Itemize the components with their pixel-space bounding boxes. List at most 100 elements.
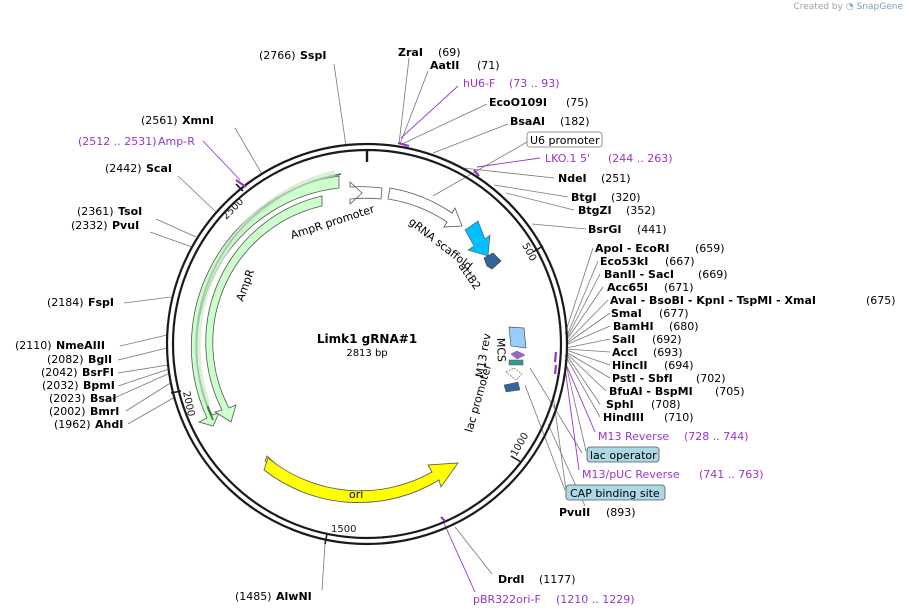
cap-binding-site-box[interactable]: CAP binding site bbox=[565, 484, 666, 501]
enzyme-acci[interactable]: AccI(693) bbox=[612, 346, 683, 359]
enzyme-ecoo109i[interactable]: EcoO109I(75) bbox=[489, 96, 589, 109]
enzyme-pos: (702) bbox=[696, 372, 726, 385]
enzyme-pos: (182) bbox=[560, 115, 590, 128]
enzyme-pos: (677) bbox=[659, 307, 689, 320]
enzyme-scai[interactable]: (2442)ScaI bbox=[105, 162, 172, 175]
feature-u6-promoter[interactable] bbox=[387, 187, 463, 228]
enzyme-pos: (71) bbox=[477, 59, 500, 72]
enzyme-pos: (680) bbox=[669, 320, 699, 333]
primer-range: (741 .. 763) bbox=[699, 468, 764, 481]
enzyme-pos: (1962) bbox=[54, 418, 91, 431]
enzyme-name: EcoO109I bbox=[489, 96, 547, 109]
primer-range: (728 .. 744) bbox=[684, 430, 749, 443]
enzyme-pos: (2032) bbox=[42, 379, 79, 392]
enzyme-apoi-ecori[interactable]: ApoI - EcoRI (659) bbox=[595, 242, 725, 255]
feature-ori[interactable]: ori bbox=[263, 455, 459, 503]
enzyme-acc65i[interactable]: Acc65I(671) bbox=[607, 281, 694, 294]
enzyme-btgi[interactable]: BtgI(320) bbox=[571, 191, 641, 204]
enzyme-alwni[interactable]: (1485) AlwNI bbox=[235, 590, 312, 603]
enzyme-hincii[interactable]: HincII (694) bbox=[612, 359, 694, 372]
enzyme-bsrfi[interactable]: (2042)BsrFI bbox=[41, 366, 114, 379]
enzyme-bsrgi[interactable]: BsrGI(441) bbox=[588, 223, 667, 236]
enzyme-bgli[interactable]: (2082)BglI bbox=[47, 353, 112, 366]
enzyme-pvuii[interactable]: PvuII(893) bbox=[559, 506, 636, 519]
primer-range: (2512 .. 2531) bbox=[78, 135, 157, 148]
enzyme-pos: (441) bbox=[637, 223, 667, 236]
primer-lko1-5[interactable]: LKO.1 5'(244 .. 263) bbox=[545, 152, 673, 165]
enzyme-name: BglI bbox=[88, 353, 112, 366]
enzyme-hindiii[interactable]: HindIII (710) bbox=[603, 411, 694, 424]
enzyme-eco53ki[interactable]: Eco53kI(667) bbox=[600, 255, 695, 268]
enzyme-name: HindIII bbox=[603, 411, 644, 424]
enzyme-name: AlwNI bbox=[276, 590, 312, 603]
enzyme-name: SmaI bbox=[611, 307, 642, 320]
enzyme-zrai[interactable]: ZraI(69) bbox=[398, 46, 461, 59]
enzyme-bpmi[interactable]: (2032)BpmI bbox=[42, 379, 115, 392]
enzyme-name: BtgZI bbox=[578, 204, 612, 217]
u6-promoter-box[interactable]: U6 promoter bbox=[526, 131, 603, 148]
mcs-label: MCS bbox=[494, 338, 508, 363]
enzyme-sali[interactable]: SalI(692) bbox=[612, 333, 682, 346]
brand-name: SnapGene bbox=[856, 2, 903, 12]
tick-label-2000: 2000 bbox=[180, 390, 196, 417]
enzyme-name: BanII - SacI bbox=[604, 268, 674, 281]
enzyme-ndei[interactable]: NdeI(251) bbox=[558, 172, 631, 185]
enzyme-aatii[interactable]: AatII(71) bbox=[430, 59, 500, 72]
enzyme-banii-saci[interactable]: BanII - SacI(669) bbox=[604, 268, 728, 281]
enzyme-pos: (692) bbox=[652, 333, 682, 346]
enzyme-pos: (675) bbox=[866, 294, 896, 307]
enzyme-sphi[interactable]: SphI(708) bbox=[606, 398, 681, 411]
enzyme-tsoi[interactable]: (2361)TsoI bbox=[77, 205, 142, 218]
primer-pbr322ori-f[interactable]: pBR322ori-F (1210 .. 1229) bbox=[473, 593, 635, 606]
enzyme-sspi[interactable]: (2766)SspI bbox=[259, 49, 326, 62]
primer-name: pBR322ori-F bbox=[473, 593, 541, 606]
enzyme-pos: (710) bbox=[664, 411, 694, 424]
enzyme-name: SphI bbox=[606, 398, 634, 411]
primer-amp-r[interactable]: (2512 .. 2531)Amp-R bbox=[78, 135, 195, 148]
lac-operator-box[interactable]: lac operator bbox=[586, 446, 660, 463]
enzyme-name: NdeI bbox=[558, 172, 587, 185]
enzyme-avai-group[interactable]: AvaI - BsoBI - KpnI - TspMI - XmaI(675) bbox=[610, 294, 896, 307]
primer-name: LKO.1 5' bbox=[545, 152, 590, 165]
snapgene-brand: Created by ◔ SnapGene bbox=[793, 2, 903, 12]
attb2-label: attB2 bbox=[456, 260, 484, 292]
enzyme-name: BfuAI - BspMI bbox=[609, 385, 693, 398]
enzyme-pos: (671) bbox=[664, 281, 694, 294]
enzyme-name: DrdI bbox=[498, 573, 525, 586]
enzyme-pos: (694) bbox=[664, 359, 694, 372]
enzyme-psti-sbfi[interactable]: PstI - SbfI(702) bbox=[612, 372, 726, 385]
tick-label-1500: 1500 bbox=[331, 524, 356, 535]
primer-m13-puc-reverse[interactable]: M13/pUC Reverse(741 .. 763) bbox=[582, 468, 764, 481]
enzyme-ahdi[interactable]: (1962)AhdI bbox=[54, 418, 123, 431]
primer-name: hU6-F bbox=[463, 77, 495, 90]
enzyme-bsaai[interactable]: BsaAI (182) bbox=[510, 115, 590, 128]
backbone bbox=[165, 142, 569, 546]
enzyme-pos: (1485) bbox=[235, 590, 272, 603]
enzyme-name: ApoI - EcoRI bbox=[595, 242, 669, 255]
lac-operator-label: lac operator bbox=[590, 449, 657, 462]
enzyme-name: HincII bbox=[612, 359, 648, 372]
enzyme-btgzi[interactable]: BtgZI(352) bbox=[578, 204, 656, 217]
enzyme-xmni[interactable]: (2561)XmnI bbox=[141, 114, 214, 127]
enzyme-bsai[interactable]: (2023)BsaI bbox=[49, 392, 116, 405]
enzyme-nmeaiii[interactable]: (2110)NmeAIII bbox=[15, 339, 105, 352]
enzyme-pos: (659) bbox=[695, 242, 725, 255]
enzyme-pos: (2042) bbox=[41, 366, 78, 379]
enzyme-bamhi[interactable]: BamHI(680) bbox=[613, 320, 699, 333]
enzyme-bfuai-bspmi[interactable]: BfuAI - BspMI(705) bbox=[609, 385, 745, 398]
primer-m13-reverse[interactable]: M13 Reverse(728 .. 744) bbox=[598, 430, 749, 443]
enzyme-pvui-left[interactable]: (2332)PvuI bbox=[71, 219, 139, 232]
enzyme-drdi[interactable]: DrdI(1177) bbox=[498, 573, 576, 586]
feature-mcs[interactable]: MCS M13 rev lac promoter bbox=[462, 326, 527, 434]
enzyme-pos: (2184) bbox=[47, 296, 84, 309]
enzyme-bmri[interactable]: (2002)BmrI bbox=[49, 405, 119, 418]
snapgene-logo: ◔ bbox=[845, 2, 854, 12]
enzyme-fspi[interactable]: (2184)FspI bbox=[47, 296, 114, 309]
ampr-label: AmpR bbox=[234, 267, 258, 303]
enzyme-smai[interactable]: SmaI (677) bbox=[611, 307, 689, 320]
primer-hu6-f[interactable]: hU6-F(73 .. 93) bbox=[463, 77, 560, 90]
enzyme-pos: (2002) bbox=[49, 405, 86, 418]
feature-ampr[interactable]: AmpR bbox=[190, 170, 342, 427]
primer-range: (1210 .. 1229) bbox=[556, 593, 635, 606]
enzyme-name: BsaAI bbox=[510, 115, 545, 128]
